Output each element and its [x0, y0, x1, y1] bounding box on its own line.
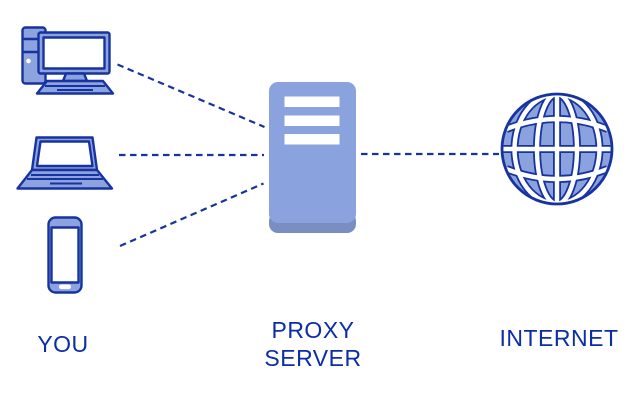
desktop-computer-icon: [21, 26, 115, 95]
tower-power-button: [26, 58, 31, 64]
server-slot: [284, 96, 340, 107]
keyboard: [35, 79, 115, 95]
you-label: YOU: [37, 331, 89, 357]
smartphone-icon: [47, 216, 83, 294]
monitor-screen: [42, 36, 106, 70]
laptop-icon: [16, 136, 114, 190]
globe-grid: [503, 95, 611, 203]
link-desktop-to-proxy: [117, 63, 265, 129]
laptop-screen: [35, 140, 94, 168]
server-slot: [284, 134, 340, 145]
proxy-server-label: PROXY SERVER: [264, 317, 362, 371]
proxy-server-icon: [269, 82, 356, 233]
internet-globe-icon: [500, 92, 614, 206]
server-slot: [284, 115, 340, 126]
internet-label: INTERNET: [499, 325, 619, 351]
phone-screen: [50, 226, 80, 284]
phone-home-button: [59, 284, 71, 290]
globe-outline: [500, 92, 614, 206]
link-phone-to-proxy: [119, 182, 264, 248]
